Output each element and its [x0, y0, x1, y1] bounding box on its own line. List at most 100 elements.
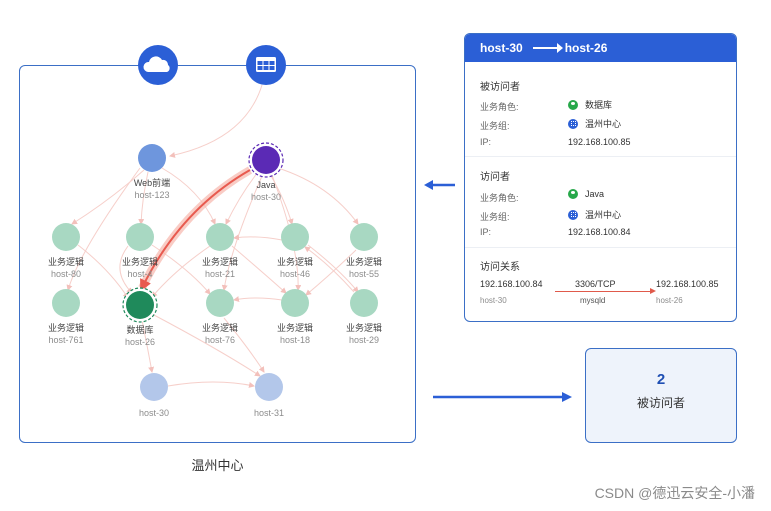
edge-n4x-n76	[151, 244, 211, 295]
relation-source-ip: 192.168.100.84	[480, 279, 543, 289]
node-circle	[281, 289, 309, 317]
edge-java-n55	[277, 167, 359, 225]
visitor-ip-key: IP:	[480, 227, 492, 237]
visitor-group-value: 温州中心	[568, 208, 621, 221]
visited-group-key: 业务组:	[480, 121, 510, 131]
node-circle	[350, 223, 378, 251]
table-node[interactable]	[246, 45, 286, 85]
edge-n55-n18	[305, 249, 357, 296]
node-host: host-76	[205, 335, 235, 345]
cloud-node[interactable]	[138, 45, 178, 85]
connection-info-panel: host-30 host-26 被访问者 业务角色: 数据库 业务组: 温州中心…	[464, 33, 737, 322]
node-circle	[126, 223, 154, 251]
visitor-role-key: 业务角色:	[480, 193, 519, 203]
edge-n46-n29	[307, 244, 359, 293]
node-host: host-4	[127, 269, 152, 279]
edge-java-n21	[225, 171, 259, 225]
node-circle	[52, 289, 80, 317]
node-n76[interactable]: 业务逻辑 host-76	[202, 289, 238, 345]
edge-java-n76	[221, 175, 263, 291]
relation-section-title: 访问关系	[480, 262, 520, 273]
node-label: 业务逻辑	[48, 256, 84, 267]
edge-n46-n21	[233, 234, 283, 241]
edge-n4x-db	[119, 245, 133, 294]
node-host: host-18	[280, 335, 310, 345]
visitor-group-key: 业务组:	[480, 212, 510, 222]
node-circle	[255, 373, 283, 401]
node-circle	[140, 373, 168, 401]
edge-table-web	[169, 84, 263, 158]
topology-caption: 温州中心	[191, 458, 244, 473]
visited-group-value: 温州中心	[568, 117, 621, 130]
node-n80[interactable]: 业务逻辑 host-80	[48, 223, 84, 279]
edge-n21-db	[151, 245, 211, 298]
node-host: host-26	[125, 337, 155, 347]
nodes-layer: Web前端host-123Javahost-30业务逻辑host-80业务逻辑h…	[48, 142, 382, 418]
edge-web-n80	[71, 169, 145, 225]
visited-section-title: 被访问者	[480, 82, 520, 93]
cloud-icon	[143, 56, 170, 72]
node-host: host-55	[349, 269, 379, 279]
table-icon	[256, 57, 276, 72]
count-connector-arrow	[433, 392, 572, 402]
node-circle	[138, 144, 166, 172]
node-label: 业务逻辑	[48, 322, 84, 333]
node-host: host-80	[51, 269, 81, 279]
node-host: host-31	[254, 408, 284, 418]
node-host: host-761	[48, 335, 83, 345]
node-db[interactable]: 数据库 host-26	[122, 287, 158, 347]
visitor-role-value: Java	[568, 189, 604, 199]
panel-header: host-30 host-26	[465, 34, 736, 62]
edge-web-n21	[161, 167, 216, 225]
group-icon	[568, 209, 578, 220]
visitor-ip-value: 192.168.100.84	[568, 227, 631, 237]
role-icon	[568, 189, 578, 199]
role-icon	[568, 99, 578, 110]
visitor-section-title: 访问者	[480, 172, 510, 183]
relation-port: 3306/TCP	[575, 279, 616, 289]
edge-n21-n18	[231, 245, 287, 294]
visited-count-card[interactable]: 2 被访问者	[585, 348, 737, 443]
node-host: host-46	[280, 269, 310, 279]
group-icon	[568, 118, 578, 129]
edge-n76-h31	[223, 317, 265, 373]
edge-h30-h31	[167, 381, 255, 388]
node-circle	[206, 223, 234, 251]
visited-ip-key: IP:	[480, 137, 492, 147]
node-label: Web前端	[134, 177, 170, 188]
edge-n80-db	[77, 244, 129, 299]
panel-connector-arrow	[424, 180, 455, 190]
relation-arrow-icon	[555, 288, 656, 294]
edge-web-n4x	[138, 171, 149, 225]
node-h30[interactable]: host-30	[139, 373, 169, 418]
node-label: 数据库	[126, 324, 153, 335]
visited-count-label: 被访问者	[636, 396, 685, 410]
node-n761[interactable]: 业务逻辑 host-761	[48, 289, 84, 345]
edge-db-h30	[141, 319, 155, 373]
node-h31[interactable]: host-31	[254, 373, 284, 418]
node-circle	[206, 289, 234, 317]
node-host: host-29	[349, 335, 379, 345]
edge-web-n761	[66, 167, 141, 291]
node-circle	[281, 223, 309, 251]
node-label: 业务逻辑	[202, 322, 238, 333]
topology-frame	[19, 65, 416, 443]
header-arrow-icon	[532, 43, 563, 53]
node-host: host-21	[205, 269, 235, 279]
node-host: host-30	[139, 408, 169, 418]
header-target: host-26	[564, 41, 608, 55]
visited-ip-value: 192.168.100.85	[568, 137, 631, 147]
node-circle	[350, 289, 378, 317]
edge-n29-n46	[304, 246, 355, 293]
node-circle	[52, 223, 80, 251]
visited-role-key: 业务角色:	[480, 102, 519, 112]
node-label: Java	[256, 180, 275, 190]
